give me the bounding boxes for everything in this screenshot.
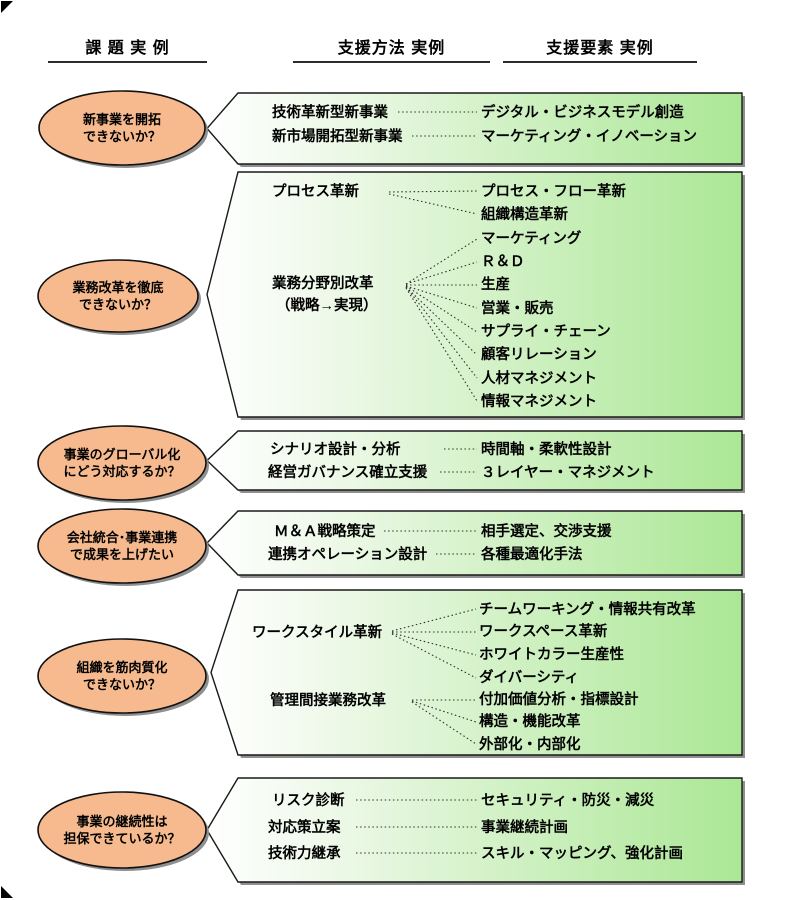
support-banner-2 [206, 171, 745, 420]
issue-3-line-2: にどう対応するか？ [63, 464, 181, 479]
support-banner-5 [210, 589, 745, 758]
issue-3-line-1: 事業のグローバル化 [63, 447, 181, 462]
issue-4-line-1: 会社統合･事業連携 [66, 530, 178, 545]
element-label: 組織構造革新 [481, 207, 568, 223]
connector-lines-block-2 [388, 190, 478, 402]
element-label: スキル・マッピング、強化計画 [481, 846, 683, 862]
issue-4-line-2: で成果を上げたい [69, 547, 174, 562]
support-banner-4 [206, 510, 745, 578]
element-label: 事業継続計画 [481, 820, 568, 836]
element-label: 構造・機能改革 [479, 714, 581, 730]
issue-ellipse-4 [37, 508, 209, 586]
issue-ellipse-1 [38, 90, 208, 168]
column-header-elements: 支援要素 実例 [503, 37, 697, 63]
method-label: Ｍ＆Ａ戦略策定 [274, 524, 376, 540]
element-label: 生産 [481, 277, 510, 293]
element-label: デジタル・ビジネスモデル創造 [481, 105, 684, 121]
method-label: ワークスタイル革新 [252, 625, 383, 641]
issue-5-line-1: 組織を筋肉質化 [76, 660, 168, 675]
connector-lines-block-4 [384, 530, 477, 555]
support-banner-6 [206, 777, 745, 885]
page-corner-mark-top [1, 1, 13, 13]
issue-label-1: 新事業を開拓 できないか？ [37, 111, 207, 145]
page-corner-mark-bottom [1, 886, 13, 898]
issue-label-5: 組織を筋肉質化 できないか？ [37, 659, 207, 693]
issue-2-line-1: 業務改革を徹底 [72, 280, 164, 295]
issue-ellipse-6 [37, 791, 209, 871]
column-header-issues: 課 題 実 例 [48, 37, 207, 63]
method-sublabel: （戦略→実現） [276, 298, 378, 314]
method-label: リスク診断 [272, 793, 345, 809]
element-label: マーケティング [481, 231, 582, 247]
issue-1-line-2: できないか？ [82, 129, 161, 144]
issue-6-line-1: 事業の継続性は [76, 814, 168, 829]
issue-label-4: 会社統合･事業連携 で成果を上げたい [37, 529, 207, 563]
method-label: 業務分野別改革 [272, 276, 374, 292]
element-label: Ｒ＆Ｄ [481, 254, 525, 270]
issue-5-line-2: できないか？ [82, 677, 161, 692]
element-label: ワークスペース革新 [479, 624, 608, 640]
element-label: 時間軸・柔軟性設計 [481, 442, 612, 458]
method-label: 技術革新型新事業 [272, 105, 388, 121]
connector-lines-block-1 [398, 111, 477, 137]
element-label: 付加価値分析・指標設計 [479, 692, 639, 708]
element-label: 顧客リレーション [481, 347, 597, 363]
element-label: 各種最適化手法 [481, 547, 583, 563]
method-label: 経営ガバナンス確立支援 [268, 465, 428, 481]
element-label: ダイバーシティ [479, 670, 580, 686]
issue-label-3: 事業のグローバル化 にどう対応するか？ [37, 446, 207, 480]
method-label: 新市場開拓型新事業 [272, 129, 403, 145]
element-label: セキュリティ・防災・減災 [481, 793, 655, 809]
element-label: 営業・販売 [481, 301, 554, 317]
element-label: サプライ・チェーン [481, 324, 611, 340]
method-label: プロセス革新 [272, 184, 359, 200]
connector-lines-block-3 [440, 448, 477, 473]
issue-ellipse-2 [37, 259, 201, 335]
support-banner-1 [206, 92, 745, 167]
element-label: 外部化・内部化 [479, 737, 581, 753]
issue-2-line-2: できないか？ [78, 297, 157, 312]
element-label: 人材マネジメント [481, 371, 597, 387]
method-label: 対応策立案 [268, 820, 341, 836]
element-label: 相手選定、交渉支援 [481, 524, 612, 540]
issue-1-line-1: 新事業を開拓 [82, 112, 161, 127]
element-label: 情報マネジメント [481, 394, 597, 410]
column-header-methods: 支援方法 実例 [293, 37, 490, 63]
issue-6-line-2: 担保できているか？ [63, 831, 181, 846]
element-label: ホワイトカラー生産性 [479, 647, 624, 663]
method-label: 管理間接業務改革 [270, 693, 386, 709]
element-label: マーケティング・イノベーション [481, 129, 698, 145]
method-label: 連携オペレーション設計 [268, 547, 428, 563]
issue-ellipse-5 [37, 638, 209, 716]
method-label: シナリオ設計・分析 [270, 442, 401, 458]
support-banner-3 [205, 430, 745, 493]
connector-lines-block-5 [391, 608, 477, 745]
issue-label-6: 事業の継続性は 担保できているか？ [37, 813, 207, 847]
element-label: チームワーキング・情報共有改革 [479, 602, 696, 618]
issue-ellipse-3 [37, 425, 209, 503]
element-label: ３レイヤー・マネジメント [481, 465, 655, 481]
element-label: プロセス・フロー革新 [481, 184, 626, 200]
method-label: 技術力継承 [268, 846, 341, 862]
issue-label-2: 業務改革を徹底 できないか？ [33, 279, 203, 313]
